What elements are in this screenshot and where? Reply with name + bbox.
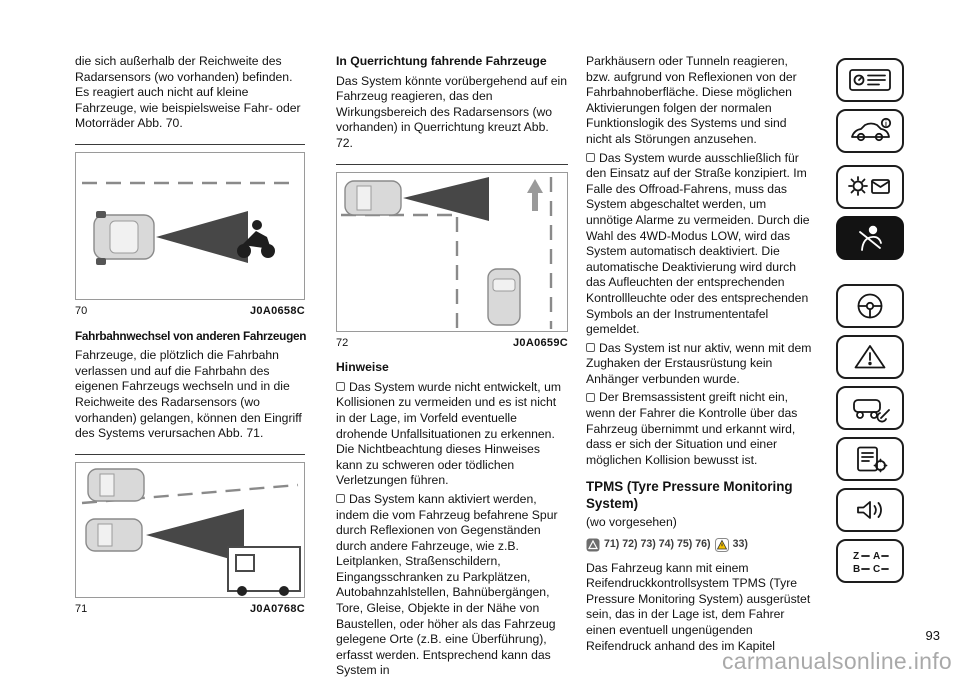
car-icon bbox=[93, 210, 155, 265]
bullet-square-icon bbox=[586, 392, 595, 402]
figure-code: J0A0768C bbox=[250, 602, 305, 615]
tab-warning-lights[interactable] bbox=[836, 335, 904, 379]
truck-icon bbox=[227, 545, 301, 596]
middle-column: In Querrichtung fahrende Fahrzeuge Das S… bbox=[336, 54, 568, 682]
site-watermark: carmanualsonline.info bbox=[721, 648, 952, 674]
tpms-section-heading: TPMS (Tyre Pressure Monitoring System) bbox=[586, 479, 793, 512]
figure-caption: 70 J0A0658C bbox=[75, 304, 305, 320]
figure-number: 72 bbox=[336, 336, 349, 349]
car-info-icon: i bbox=[851, 117, 892, 142]
paragraph: Fahrzeuge, die plötzlich die Fahrbahn ve… bbox=[75, 348, 302, 441]
radar-cone bbox=[156, 210, 248, 263]
motorcycle-icon bbox=[237, 219, 275, 258]
paragraph: Das Fahrzeug kann mit einem Reifendruckk… bbox=[586, 560, 811, 653]
bullet-square-icon bbox=[586, 153, 595, 163]
warning-lamp-icon bbox=[854, 345, 886, 369]
tab-safety[interactable] bbox=[836, 216, 904, 260]
paragraph: Parkhäusern oder Tunneln reagieren, bzw.… bbox=[586, 54, 797, 146]
svg-text:B: B bbox=[853, 564, 860, 575]
car-icon bbox=[85, 518, 143, 552]
footnote-references: 71) 72) 73) 74) 75) 76) 33) bbox=[586, 537, 812, 553]
tab-starting-driving[interactable] bbox=[836, 284, 904, 328]
figure-number: 71 bbox=[75, 602, 88, 615]
figure-number: 70 bbox=[75, 304, 88, 317]
figure-71 bbox=[75, 461, 305, 598]
svg-text:C: C bbox=[873, 564, 880, 575]
tab-index[interactable]: Z A B C bbox=[836, 539, 904, 583]
section-tab-rail: i bbox=[836, 58, 908, 590]
documents-gear-icon bbox=[857, 446, 888, 473]
figure-caption: 71 J0A0768C bbox=[75, 602, 305, 618]
steering-wheel-icon bbox=[857, 293, 883, 319]
svg-text:Z: Z bbox=[853, 551, 859, 562]
right-column: Parkhäusern oder Tunneln reagieren, bzw.… bbox=[586, 54, 812, 657]
paragraph: die sich außerhalb der Reichweite des Ra… bbox=[75, 54, 301, 131]
bullet-text: Der Bremsassistent greift nicht ein, wen… bbox=[586, 390, 798, 467]
index-letters-icon: Z A B C bbox=[853, 551, 889, 575]
figure-72 bbox=[336, 171, 568, 332]
bullet-text: Das System kann aktiviert werden, indem … bbox=[336, 491, 558, 678]
footnote-important-icon bbox=[586, 538, 600, 552]
bullet-text: Das System ist nur aktiv, wenn mit dem Z… bbox=[586, 340, 812, 386]
tab-maintenance[interactable] bbox=[836, 437, 904, 481]
notes-heading: Hinweise bbox=[336, 360, 389, 375]
svg-text:A: A bbox=[873, 551, 880, 562]
figure-70 bbox=[75, 151, 305, 300]
section-heading: In Querrichtung fahrende Fahrzeuge bbox=[336, 54, 547, 68]
multimedia-icon bbox=[857, 501, 882, 519]
car-icon bbox=[87, 468, 145, 502]
note-bullet: Das System kann aktiviert werden, indem … bbox=[336, 492, 568, 679]
tab-vehicle-overview[interactable] bbox=[836, 58, 904, 102]
note-bullet: Das System wurde ausschließlich für den … bbox=[586, 151, 812, 338]
note-bullet: Der Bremsassistent greift nicht ein, wen… bbox=[586, 390, 812, 468]
car-icon bbox=[344, 179, 402, 216]
figure-separator bbox=[75, 453, 305, 455]
dashboard-view-icon bbox=[849, 69, 891, 91]
svg-text:i: i bbox=[885, 121, 887, 128]
radar-cone bbox=[146, 508, 244, 563]
section-heading: Fahrbahnwechsel von anderen Fahrzeugen bbox=[75, 328, 307, 343]
page-number: 93 bbox=[925, 628, 940, 643]
tab-multimedia[interactable] bbox=[836, 488, 904, 532]
note-bullet: Das System ist nur aktiv, wenn mit dem Z… bbox=[586, 341, 812, 388]
footnote-numbers: 71) 72) 73) 74) 75) 76) bbox=[604, 538, 711, 551]
tpms-subtitle: (wo vorgesehen) bbox=[586, 515, 677, 530]
radar-cone bbox=[403, 176, 489, 221]
safety-belt-icon bbox=[859, 225, 882, 251]
note-bullet: Das System wurde nicht entwickelt, um Ko… bbox=[336, 380, 568, 489]
tab-lights-messages[interactable] bbox=[836, 165, 904, 209]
footnote-extra-number: 33) bbox=[732, 538, 748, 551]
figure-separator bbox=[75, 143, 305, 145]
bullet-square-icon bbox=[336, 494, 345, 504]
lights-messages-icon bbox=[848, 176, 890, 196]
bullet-text: Das System wurde nicht entwickelt, um Ko… bbox=[336, 379, 562, 488]
bullet-square-icon bbox=[336, 382, 345, 392]
figure-caption: 72 J0A0659C bbox=[336, 336, 568, 352]
footnote-warning-icon bbox=[714, 537, 729, 552]
bullet-square-icon bbox=[586, 343, 595, 353]
left-column: die sich außerhalb der Reichweite des Ra… bbox=[75, 54, 307, 625]
bullet-text: Das System wurde ausschließlich für den … bbox=[586, 150, 810, 337]
figure-separator bbox=[336, 163, 568, 165]
figure-code: J0A0659C bbox=[513, 336, 568, 349]
direction-arrow bbox=[527, 178, 543, 211]
crossing-car-icon bbox=[487, 267, 521, 326]
tab-emergency[interactable] bbox=[836, 386, 904, 430]
paragraph: Das System könnte vorübergehend auf ein … bbox=[336, 73, 568, 150]
car-service-icon bbox=[853, 399, 890, 423]
tab-car-info[interactable]: i bbox=[836, 109, 904, 153]
figure-code: J0A0658C bbox=[250, 304, 305, 317]
